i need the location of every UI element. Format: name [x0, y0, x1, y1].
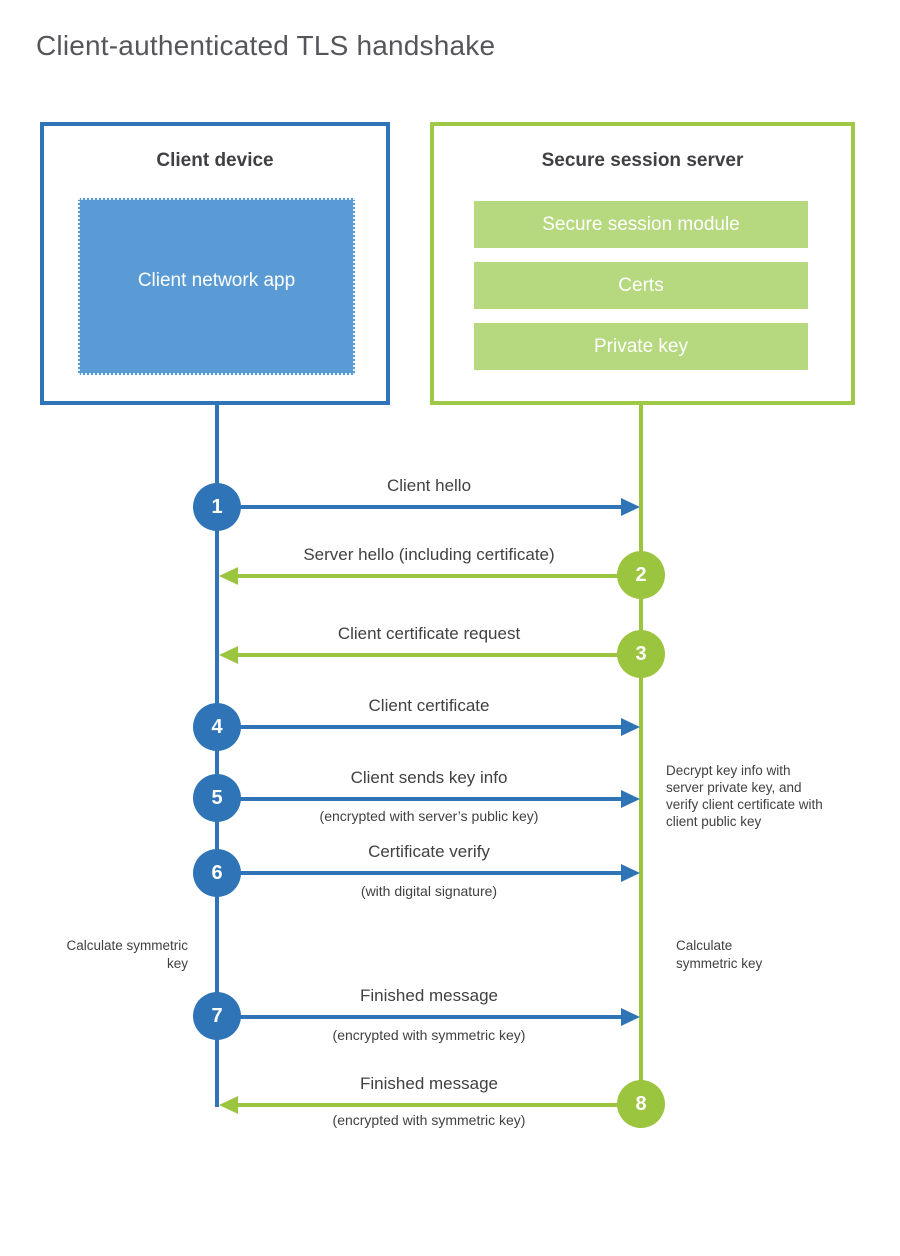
step-4-arrow [217, 725, 623, 729]
decrypt-note: Decrypt key info with server private key… [666, 763, 823, 829]
step-4-label: Client certificate [368, 696, 490, 715]
server-box: Secure session server Secure session mod… [430, 122, 855, 405]
client-device-box: Client device Client network app [40, 122, 390, 405]
step-6-sublabel: (with digital signature) [360, 883, 498, 899]
step-7-label: Finished message [360, 986, 498, 1005]
step-5-sublabel: (encrypted with server’s public key) [319, 808, 539, 824]
step-8-arrowhead-icon [219, 1096, 238, 1114]
step-4-circle: 4 [193, 703, 241, 751]
client-device-title: Client device [156, 150, 274, 171]
step-2-circle: 2 [617, 551, 665, 599]
step-3-arrowhead-icon [219, 646, 238, 664]
step-3-arrow [237, 653, 641, 657]
server-module-secure-session: Secure session module [474, 201, 808, 248]
server-lifeline [639, 405, 643, 1105]
client-network-app-box: Client network app [78, 198, 355, 375]
step-7-arrowhead-icon [621, 1008, 640, 1026]
step-6-label: Certificate verify [368, 842, 490, 861]
step-6-arrow [217, 871, 623, 875]
server-module-private-key: Private key [474, 323, 808, 370]
calculate-symmetric-key-right: Calculate symmetric key [676, 938, 763, 971]
server-title: Secure session server [541, 150, 744, 171]
step-7-arrow [217, 1015, 623, 1019]
step-1-circle: 1 [193, 483, 241, 531]
step-7-circle: 7 [193, 992, 241, 1040]
step-8-arrow [237, 1103, 641, 1107]
step-6-circle: 6 [193, 849, 241, 897]
step-2-arrowhead-icon [219, 567, 238, 585]
step-8-sublabel: (encrypted with symmetric key) [332, 1112, 526, 1128]
step-5-arrowhead-icon [621, 790, 640, 808]
step-8-circle: 8 [617, 1080, 665, 1128]
calculate-symmetric-key-left: Calculate symmetric key [66, 938, 188, 971]
step-2-arrow [237, 574, 641, 578]
step-5-arrow [217, 797, 623, 801]
step-5-label: Client sends key info [350, 768, 508, 787]
step-2-label: Server hello (including certificate) [303, 545, 555, 564]
step-4-arrowhead-icon [621, 718, 640, 736]
client-lifeline [215, 405, 219, 1107]
step-6-arrowhead-icon [621, 864, 640, 882]
step-1-label: Client hello [386, 476, 472, 495]
step-7-sublabel: (encrypted with symmetric key) [332, 1027, 526, 1043]
server-module-certs: Certs [474, 262, 808, 309]
page-title: Client-authenticated TLS handshake [36, 30, 496, 61]
step-1-arrowhead-icon [621, 498, 640, 516]
step-1-arrow [217, 505, 623, 509]
step-8-label: Finished message [360, 1074, 498, 1093]
step-3-label: Client certificate request [337, 624, 521, 643]
step-5-circle: 5 [193, 774, 241, 822]
step-3-circle: 3 [617, 630, 665, 678]
